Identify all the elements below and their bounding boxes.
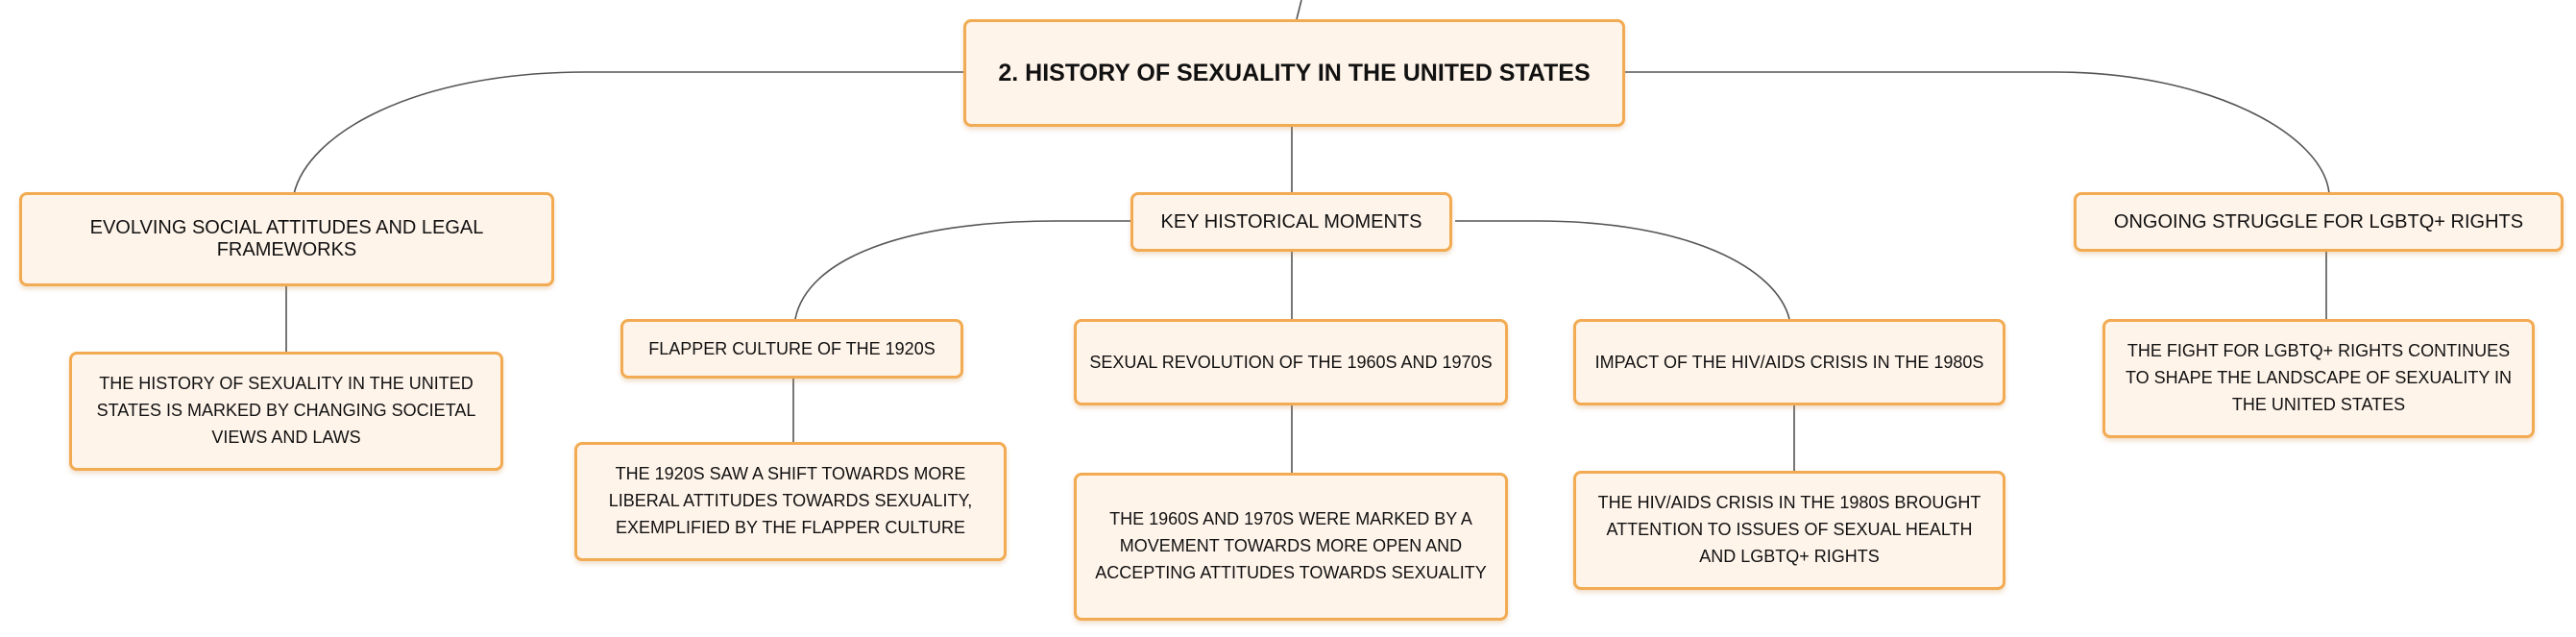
detail-flapper-culture[interactable]: THE 1920S SAW A SHIFT TOWARDS MORE LIBER… bbox=[574, 442, 1007, 561]
topic-hiv-aids-crisis-label: IMPACT OF THE HIV/AIDS CRISIS IN THE 198… bbox=[1594, 352, 1984, 372]
detail-sexual-revolution-text: THE 1960S AND 1970S WERE MARKED BY A MOV… bbox=[1095, 509, 1487, 582]
topic-flapper-culture-label: FLAPPER CULTURE OF THE 1920S bbox=[648, 338, 936, 358]
topic-hiv-aids-crisis[interactable]: IMPACT OF THE HIV/AIDS CRISIS IN THE 198… bbox=[1573, 319, 2005, 405]
link-root-to-left bbox=[293, 71, 963, 195]
detail-lgbtq-rights-text: THE FIGHT FOR LGBTQ+ RIGHTS CONTINUES TO… bbox=[2125, 341, 2513, 414]
topic-lgbtq-rights[interactable]: ONGOING STRUGGLE FOR LGBTQ+ RIGHTS bbox=[2074, 192, 2564, 252]
topic-sexual-revolution[interactable]: SEXUAL REVOLUTION OF THE 1960S AND 1970S bbox=[1074, 319, 1508, 405]
root-topic[interactable]: 2. HISTORY OF SEXUALITY IN THE UNITED ST… bbox=[963, 19, 1625, 127]
detail-sexual-revolution[interactable]: THE 1960S AND 1970S WERE MARKED BY A MOV… bbox=[1074, 473, 1508, 621]
detail-evolving-attitudes-text: THE HISTORY OF SEXUALITY IN THE UNITED S… bbox=[96, 374, 476, 447]
topic-evolving-attitudes[interactable]: EVOLVING SOCIAL ATTITUDES AND LEGAL FRAM… bbox=[19, 192, 554, 286]
detail-lgbtq-rights[interactable]: THE FIGHT FOR LGBTQ+ RIGHTS CONTINUES TO… bbox=[2102, 319, 2535, 438]
topic-lgbtq-rights-label: ONGOING STRUGGLE FOR LGBTQ+ RIGHTS bbox=[2113, 210, 2524, 233]
detail-flapper-culture-text: THE 1920S SAW A SHIFT TOWARDS MORE LIBER… bbox=[608, 464, 973, 537]
detail-hiv-aids-crisis[interactable]: THE HIV/AIDS CRISIS IN THE 1980S BROUGHT… bbox=[1573, 471, 2005, 590]
topic-evolving-attitudes-label: EVOLVING SOCIAL ATTITUDES AND LEGAL FRAM… bbox=[89, 217, 484, 260]
link-parent-to-root bbox=[1296, 0, 1302, 20]
detail-evolving-attitudes[interactable]: THE HISTORY OF SEXUALITY IN THE UNITED S… bbox=[69, 352, 503, 471]
root-topic-label: 2. HISTORY OF SEXUALITY IN THE UNITED ST… bbox=[998, 59, 1591, 86]
link-root-to-right bbox=[1623, 71, 2330, 195]
topic-key-historical-moments[interactable]: KEY HISTORICAL MOMENTS bbox=[1130, 192, 1452, 252]
detail-hiv-aids-crisis-text: THE HIV/AIDS CRISIS IN THE 1980S BROUGHT… bbox=[1597, 493, 1981, 566]
link-center-to-hiv bbox=[1455, 220, 1790, 320]
link-center-to-flapper bbox=[794, 220, 1133, 320]
topic-key-historical-moments-label: KEY HISTORICAL MOMENTS bbox=[1160, 210, 1422, 233]
topic-flapper-culture[interactable]: FLAPPER CULTURE OF THE 1920S bbox=[620, 319, 963, 379]
topic-sexual-revolution-label: SEXUAL REVOLUTION OF THE 1960S AND 1970S bbox=[1089, 352, 1493, 372]
